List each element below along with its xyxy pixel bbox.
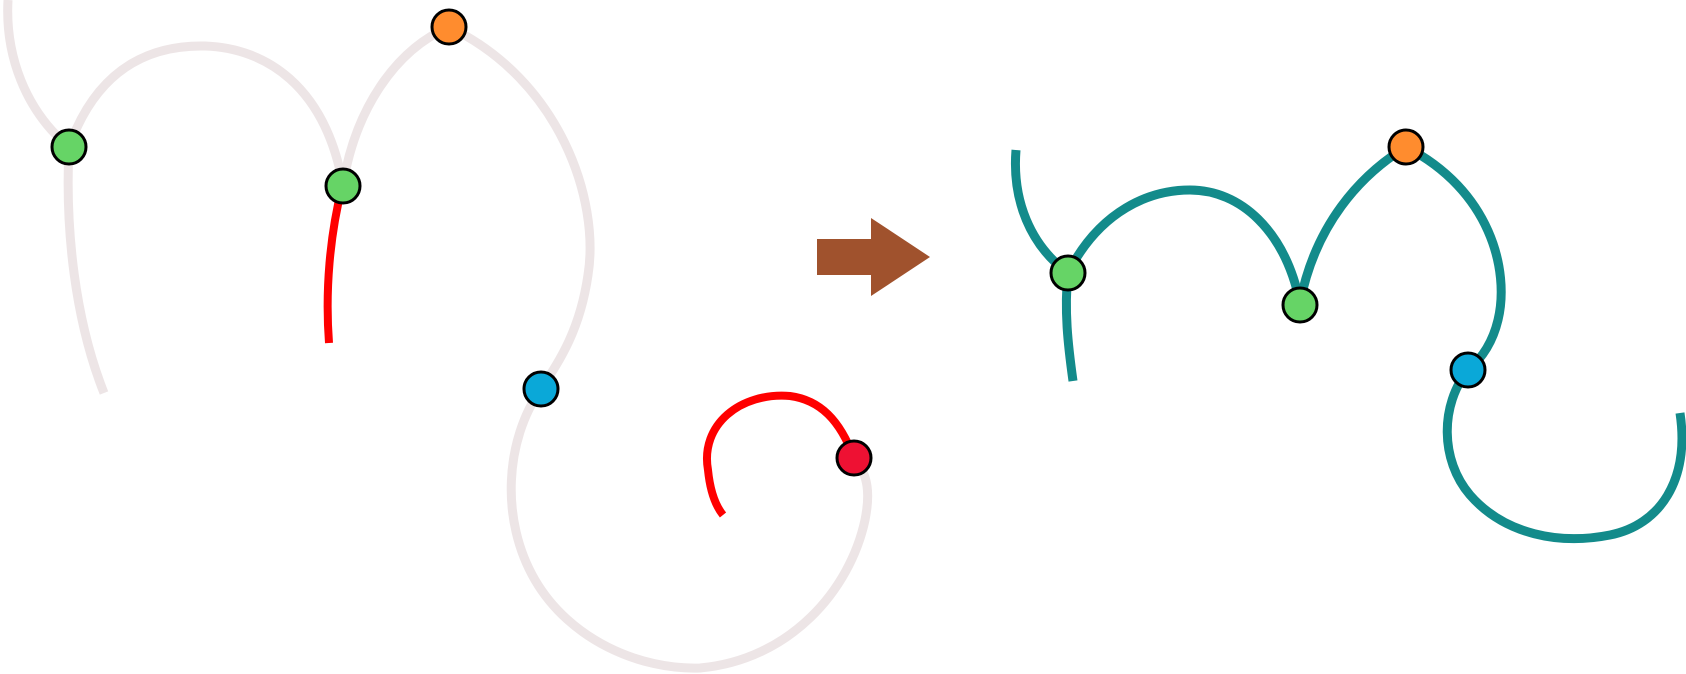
red-endpoint-node: [835, 439, 873, 477]
blue-endpoint-node: [522, 370, 560, 408]
green-endpoint-node: [50, 128, 88, 166]
result-curve-second-arch-left: [1295, 143, 1409, 304]
highlight-curve-stub: [323, 186, 346, 344]
right-arrow-icon: [817, 218, 930, 296]
blue-joined-node: [1449, 351, 1487, 389]
green-joined-node: [1281, 286, 1319, 324]
faded-curve-second-arch-left: [338, 22, 451, 186]
orange-joined-node: [1387, 128, 1425, 166]
faded-curve-top-left-tail: [3, 0, 72, 151]
highlight-curve-hook: [702, 391, 858, 518]
result-curve-left-tail: [1010, 149, 1071, 277]
arrow-shape: [817, 218, 930, 296]
green-joined-node: [1049, 254, 1087, 292]
before-panel: [3, 0, 873, 673]
after-panel: [1010, 128, 1686, 544]
faded-curve-left-descender: [63, 146, 109, 395]
result-curve-first-arch: [1063, 185, 1305, 304]
green-endpoint-node: [324, 167, 362, 205]
result-curve-bottom-bowl: [1442, 367, 1686, 544]
faded-curve-big-loop: [447, 22, 595, 392]
orange-endpoint-node: [430, 8, 468, 46]
faded-curve-bottom-bowl: [506, 386, 873, 673]
faded-curve-first-arch: [64, 41, 348, 186]
result-curve-second-arch-right: [1403, 142, 1506, 374]
